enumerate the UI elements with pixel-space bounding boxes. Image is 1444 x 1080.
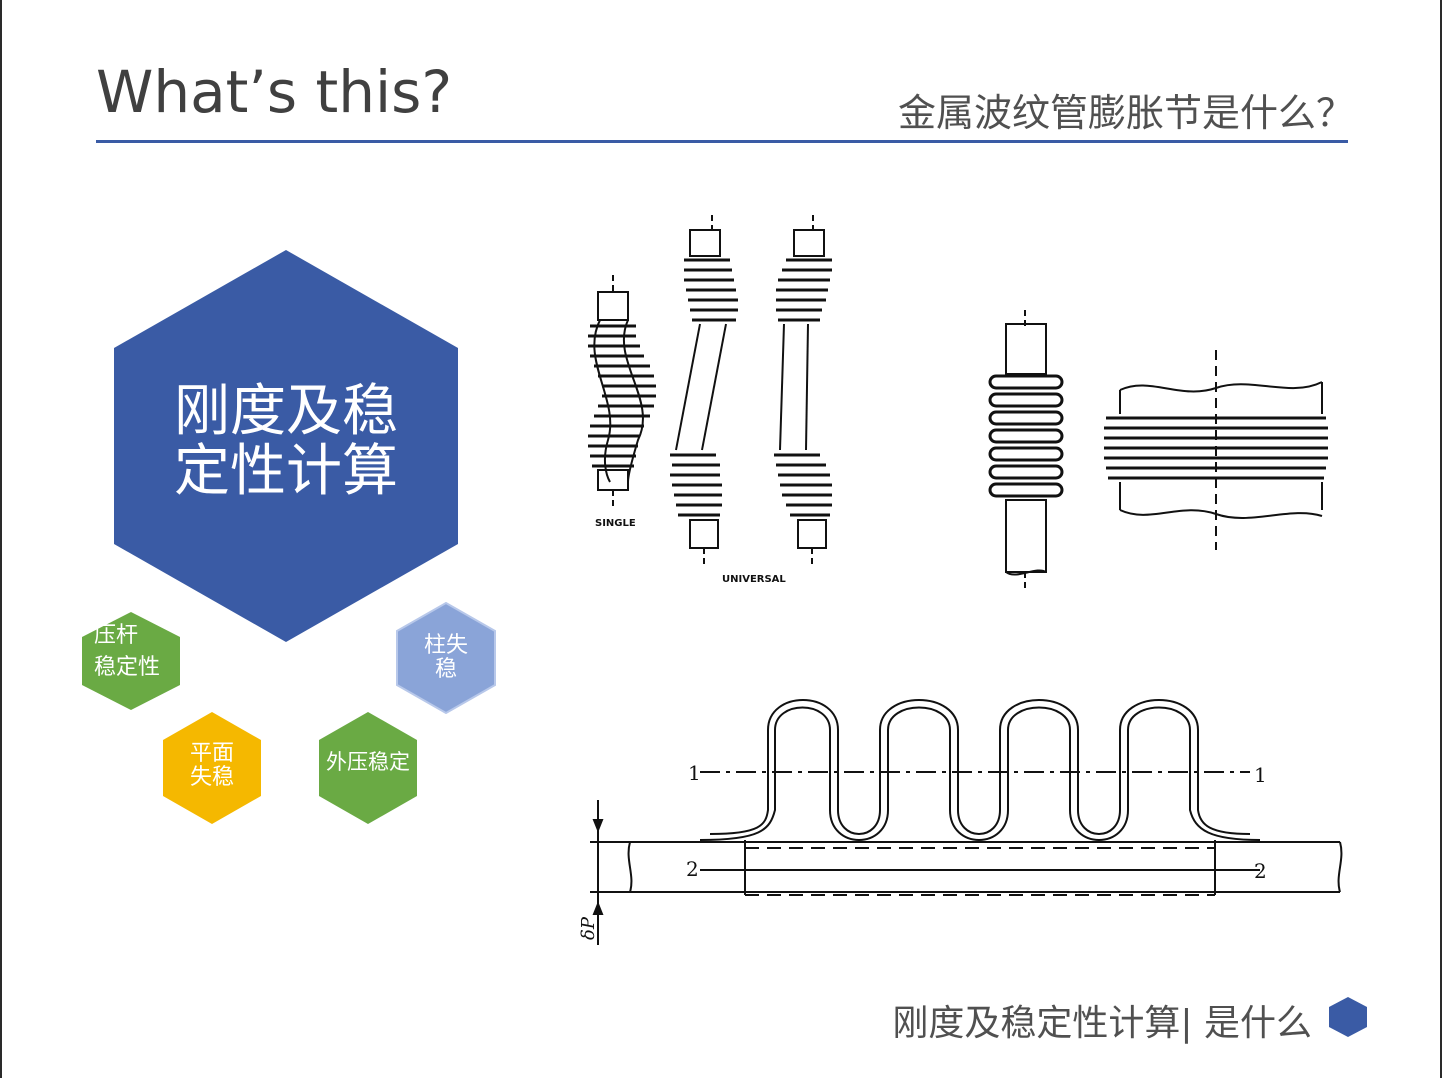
slide-title: What’s this? bbox=[96, 58, 453, 126]
line-2-right-label: 2 bbox=[1254, 859, 1267, 883]
hexagon-strut-stability-label: 压杆 稳定性 bbox=[94, 620, 160, 684]
slide-subtitle: 金属波纹管膨胀节是什么？ bbox=[897, 91, 1354, 135]
planar-line2: 失稳 bbox=[189, 765, 234, 790]
external-line1: 外压稳定 bbox=[326, 750, 410, 774]
main-hexagon-label: 刚度及稳 定性计算 bbox=[112, 382, 460, 502]
hexagon-column-instability-label: 柱失 稳 bbox=[396, 634, 496, 682]
single-label: SINGLE bbox=[595, 518, 636, 529]
delta-p-label: δP bbox=[578, 916, 599, 940]
line-1-right-label: 1 bbox=[1254, 763, 1267, 787]
bellows-buckling-sketch: SINGLE UNIVERSAL bbox=[588, 215, 832, 585]
universal-label: UNIVERSAL bbox=[722, 574, 786, 585]
bellows-cross-section-drawing: 1 1 2 2 δP bbox=[578, 699, 1343, 945]
main-hexagon-line2: 定性计算 bbox=[174, 439, 398, 504]
line-1-left-label: 1 bbox=[688, 761, 701, 785]
bellows-side-sketch bbox=[988, 310, 1328, 592]
footer-text: 刚度及稳定性计算| 是什么 bbox=[892, 1003, 1312, 1044]
strut-line2: 稳定性 bbox=[94, 655, 161, 680]
column-line1: 柱失 bbox=[423, 633, 468, 658]
title-divider bbox=[96, 140, 1348, 143]
strut-line1: 压杆 bbox=[94, 623, 139, 648]
hexagon-planar-instability bbox=[163, 712, 261, 824]
hexagon-external-pressure bbox=[319, 712, 417, 824]
main-hexagon-line1: 刚度及稳 bbox=[174, 379, 398, 444]
hexagon-planar-instability-label: 平面 失稳 bbox=[163, 742, 261, 790]
line-2-left-label: 2 bbox=[686, 857, 699, 881]
hexagon-external-pressure-label: 外压稳定 bbox=[314, 750, 422, 774]
hexagon-strut-stability bbox=[82, 612, 180, 710]
planar-line1: 平面 bbox=[189, 741, 234, 766]
main-hexagon bbox=[114, 250, 458, 642]
footer-hexagon-icon bbox=[1329, 997, 1367, 1037]
column-line2: 稳 bbox=[434, 657, 457, 682]
hexagon-column-instability bbox=[396, 602, 496, 714]
